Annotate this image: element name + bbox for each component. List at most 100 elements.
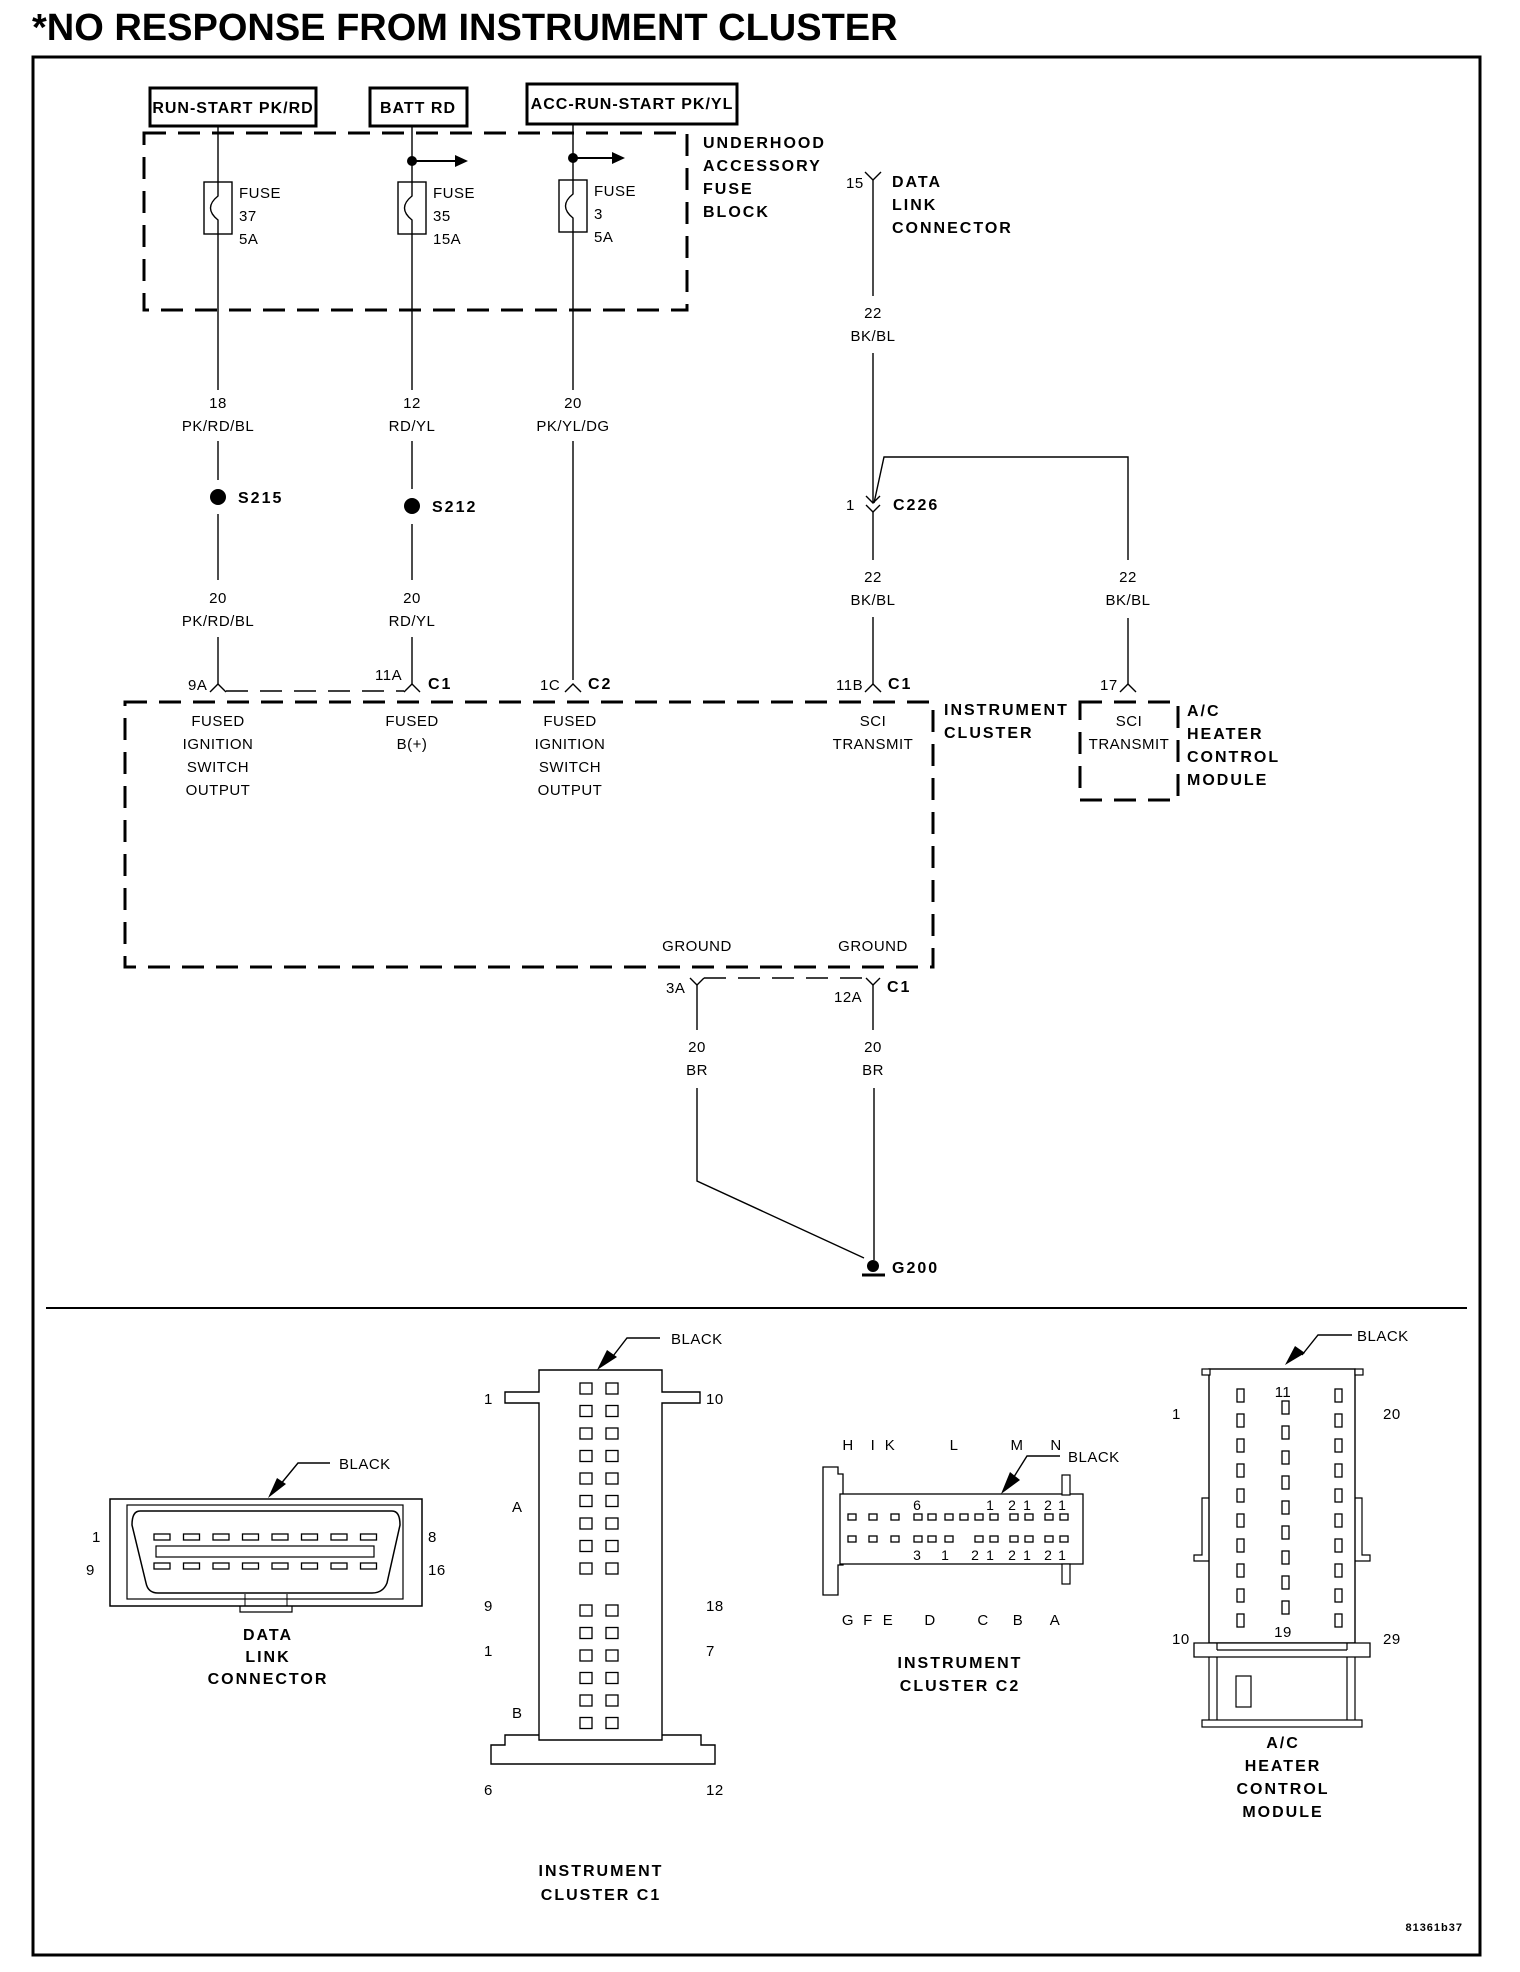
connector-label: C1: [428, 676, 452, 693]
c1-color-label: BLACK: [671, 1331, 723, 1348]
c2-leader-line: [1011, 1455, 1060, 1481]
hvac-cavity: [1334, 1563, 1343, 1578]
hvac-label-line: CONTROL: [1187, 749, 1280, 766]
c1-cavity: [579, 1382, 593, 1395]
hvac-pin-label: 20: [1383, 1406, 1401, 1423]
func-line: SWITCH: [539, 759, 601, 776]
c2-pin-number: 1: [986, 1497, 994, 1513]
c1-cavity: [579, 1562, 593, 1575]
c1-cavity: [579, 1694, 593, 1707]
pin-label: 1: [846, 497, 855, 514]
hvac-cavity: [1334, 1488, 1343, 1503]
hvac-color-label: BLACK: [1357, 1328, 1409, 1345]
c1-cavity: [579, 1539, 593, 1553]
wire-color: BK/BL: [850, 592, 895, 609]
c2-cavity: [989, 1513, 999, 1521]
c2-pin-number: 2: [1044, 1497, 1052, 1513]
fuse-block-label-line: ACCESSORY: [703, 158, 822, 175]
ground-icon: [867, 1260, 879, 1272]
hvac-cavity: [1281, 1500, 1290, 1515]
hvac-label-line: MODULE: [1187, 772, 1268, 789]
c1-leader-line: [609, 1337, 660, 1361]
dlc-label-line: LINK: [892, 197, 937, 214]
dlc-view-label: DATA: [243, 1627, 293, 1644]
fuse-35-word: FUSE: [433, 185, 475, 202]
wire-gauge: 22: [864, 305, 882, 322]
c2-row-letter: K: [885, 1437, 896, 1454]
fuse-block-label-line: FUSE: [703, 181, 754, 198]
source-run-start-label: RUN-START PK/RD: [152, 100, 313, 117]
wire-gauge: 22: [864, 569, 882, 586]
instrument-cluster-outline: [123, 700, 935, 969]
c1-pin-label: 6: [484, 1782, 493, 1799]
terminal-11b: 11B C1: [836, 676, 912, 694]
dlc-cavity: [182, 1562, 201, 1570]
hvac-cavity: [1236, 1438, 1245, 1453]
cluster-label-line: CLUSTER: [944, 725, 1034, 742]
fuse-37-number: 37: [239, 208, 257, 225]
c2-row-letter: N: [1050, 1437, 1061, 1454]
c1-pins: [579, 1382, 619, 1730]
c2-color-label: BLACK: [1068, 1449, 1120, 1466]
c2-pin-number: 6: [913, 1497, 921, 1513]
func-line: FUSED: [191, 713, 244, 730]
c1-cavity: [605, 1562, 619, 1575]
wire-color: BK/BL: [1105, 592, 1150, 609]
splice-s212: S212: [404, 498, 477, 516]
connector-label: C1: [888, 676, 912, 693]
c1-cavity: [579, 1649, 593, 1662]
hvac-pins: [1236, 1388, 1343, 1628]
wire-color: PK/YL/DG: [536, 418, 609, 435]
hvac-cavity: [1281, 1600, 1290, 1615]
wire-gauge: 20: [403, 590, 421, 607]
dlc-cavity: [241, 1533, 260, 1541]
terminal-17: 17: [1100, 677, 1137, 694]
hvac-module-label: A/C HEATER CONTROL MODULE: [1187, 703, 1280, 789]
c2-cavity: [989, 1535, 999, 1543]
dlc-view-label: CONNECTOR: [208, 1671, 329, 1688]
wire-gauge: 20: [688, 1039, 706, 1056]
c2-row-letter: A: [1050, 1612, 1061, 1629]
c2-pin-number: 2: [1044, 1547, 1052, 1563]
pin-label: 15: [846, 175, 864, 192]
c2-row-letter: M: [1011, 1437, 1024, 1454]
c2-pin-number: 1: [941, 1547, 949, 1563]
connector-view-c1: BLACK 1 A 9 1 B 6 10 18 7 12 INSTRUMENT …: [484, 1331, 723, 1904]
splice-s215-label: S215: [238, 490, 283, 507]
dlc-view-label: LINK: [245, 1649, 290, 1666]
c1-cavity: [605, 1694, 619, 1707]
source-run-start: RUN-START PK/RD: [148, 86, 318, 128]
c2-cavity: [1044, 1513, 1054, 1521]
c1-cavity: [579, 1449, 593, 1463]
figure-code: 81361b37: [1405, 1922, 1463, 1934]
wire-label-12-rdyl: 12 RD/YL: [389, 395, 435, 435]
fuse-block-label-line: UNDERHOOD: [703, 135, 826, 152]
c1-cavity: [605, 1716, 619, 1730]
hvac-cavity: [1236, 1488, 1245, 1503]
hvac-cavity: [1334, 1438, 1343, 1453]
hvac-view-label: MODULE: [1242, 1804, 1323, 1821]
c2-pin-number: 1: [986, 1547, 994, 1563]
arrow-icon: [1285, 1346, 1305, 1365]
c1-cavity: [579, 1517, 593, 1530]
fuse-35: FUSE 35 15A: [397, 181, 475, 248]
ground-point-label: G200: [892, 1260, 939, 1277]
pin-label: 11A: [375, 667, 402, 684]
wire-label-20-rdyl: 20 RD/YL: [389, 590, 435, 630]
ground-label-12a: GROUND: [838, 938, 907, 955]
dlc-cavity: [300, 1533, 319, 1541]
func-line: FUSED: [385, 713, 438, 730]
c2-row-letter: F: [863, 1612, 873, 1629]
c2-cavity: [974, 1513, 984, 1521]
dlc-cavity: [359, 1533, 378, 1541]
c1-pin-label: 1: [484, 1643, 493, 1660]
hvac-pin-label: 29: [1383, 1631, 1401, 1648]
wire-label-22-bkbl-hvac: 22 BK/BL: [1105, 569, 1150, 609]
splice-s212-label: S212: [432, 499, 477, 516]
wire-gauge: 22: [1119, 569, 1137, 586]
c2-cavity: [1059, 1513, 1069, 1521]
c1-cavity: [605, 1427, 619, 1440]
c2-row-letter: G: [842, 1612, 854, 1629]
hvac-label-line: A/C: [1187, 703, 1221, 720]
